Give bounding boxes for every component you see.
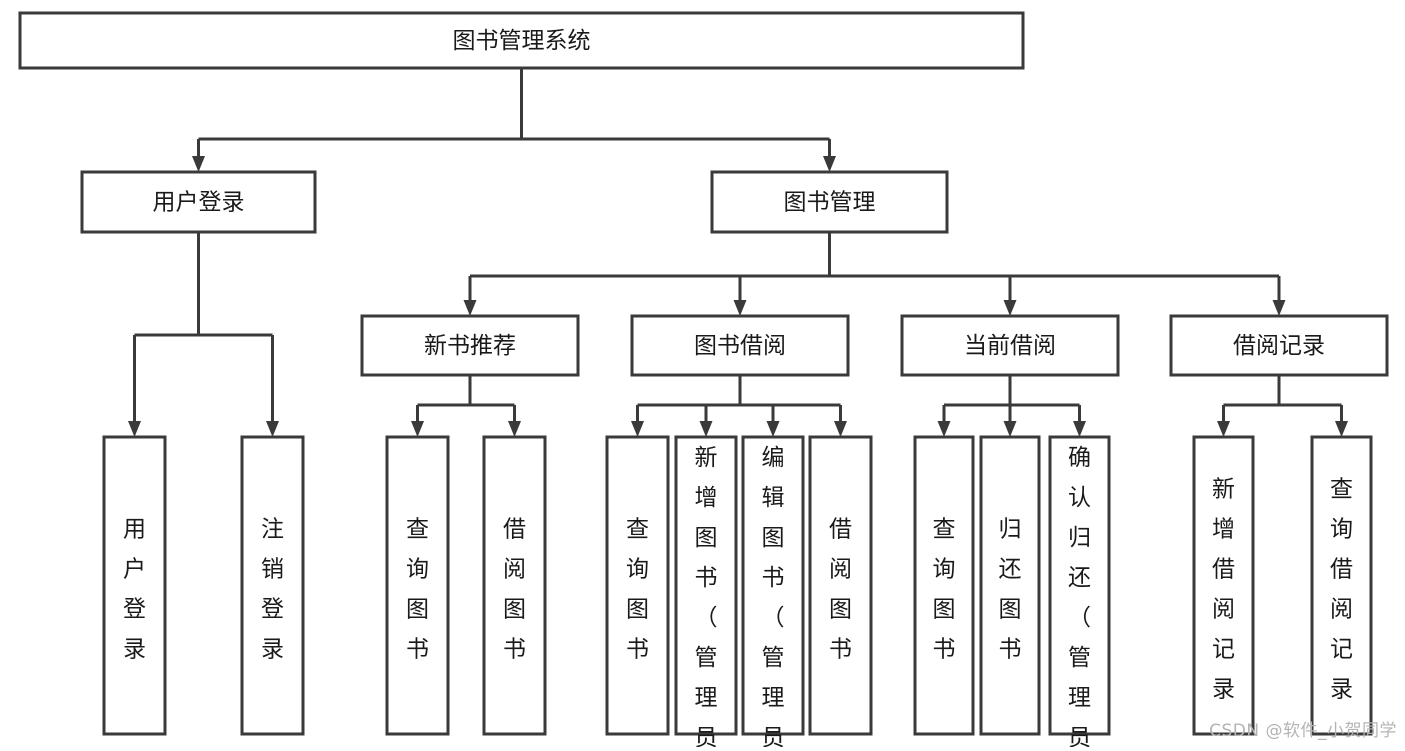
node-box[interactable]	[482, 435, 547, 736]
node-label: 查询图书	[406, 517, 429, 663]
node-box[interactable]	[900, 314, 1120, 377]
node-l2a[interactable]: 新书推荐	[360, 314, 580, 377]
node-l3a2[interactable]: 注销登录	[240, 435, 305, 736]
bracket-glyph: （	[1068, 605, 1091, 631]
node-l3b1[interactable]: 查询图书	[385, 435, 450, 736]
edge-arrowhead	[834, 421, 847, 437]
node-label: 新增借阅记录	[1212, 477, 1235, 703]
node-l3b2[interactable]: 借阅图书	[482, 435, 547, 736]
bracket-glyph: （	[695, 605, 718, 631]
node-label: 归还图书	[999, 517, 1022, 663]
edge-group-l1b	[463, 232, 1286, 316]
node-box[interactable]	[630, 314, 850, 377]
node-label: 新书推荐	[424, 333, 516, 359]
node-root[interactable]: 图书管理系统	[18, 11, 1025, 70]
node-label: 用户登录	[153, 190, 245, 216]
node-l3c3[interactable]: 编辑图书（管理员）	[741, 435, 805, 751]
edge-group-l2b	[631, 375, 847, 437]
edge-arrowhead	[1217, 421, 1230, 437]
edge-arrowhead	[411, 421, 424, 437]
edge-arrowhead	[823, 156, 836, 172]
csdn-watermark: CSDN @软件_小贺同学	[1209, 721, 1397, 741]
node-box[interactable]	[1310, 435, 1373, 736]
node-box[interactable]	[808, 435, 873, 736]
node-l3c1[interactable]: 查询图书	[605, 435, 670, 736]
node-box[interactable]	[360, 314, 580, 377]
edge-group-l2c	[937, 375, 1086, 437]
node-l3d3[interactable]: 确认归还（管理员）	[1048, 435, 1111, 751]
node-l3c2[interactable]: 新增图书（管理员）	[674, 435, 738, 751]
node-label: 确认归还（管理员）	[1068, 445, 1091, 747]
node-label: 查询借阅记录	[1330, 477, 1353, 703]
node-label: 借阅记录	[1233, 333, 1325, 359]
node-l1b[interactable]: 图书管理	[710, 170, 949, 234]
edge-arrowhead	[1073, 421, 1086, 437]
node-label: 当前借阅	[964, 333, 1056, 359]
edge-group-l2d	[1217, 375, 1348, 437]
edge-arrowhead	[463, 300, 477, 316]
node-box[interactable]	[741, 435, 805, 736]
node-box[interactable]	[1048, 435, 1111, 736]
edge-group-root	[192, 68, 836, 172]
edge-arrowhead	[1003, 300, 1017, 316]
node-box[interactable]	[605, 435, 670, 736]
node-label: 借阅图书	[829, 517, 852, 663]
node-box[interactable]	[979, 435, 1041, 736]
node-label: 用户登录	[123, 517, 146, 663]
node-label: 图书借阅	[694, 333, 786, 359]
node-label: 图书管理系统	[453, 28, 591, 54]
edge-arrowhead	[1003, 421, 1017, 437]
node-label: 新增图书（管理员）	[695, 445, 718, 747]
node-l1a[interactable]: 用户登录	[80, 170, 317, 234]
edge-arrowhead	[508, 421, 521, 437]
node-box[interactable]	[80, 170, 317, 234]
node-label: 查询图书	[933, 517, 956, 663]
edges-layer	[128, 68, 1348, 437]
node-label: 注销登录	[261, 517, 284, 663]
node-label: 借阅图书	[503, 517, 526, 663]
node-box[interactable]	[913, 435, 975, 736]
node-l3d1[interactable]: 查询图书	[913, 435, 975, 736]
node-box[interactable]	[385, 435, 450, 736]
node-l2d[interactable]: 借阅记录	[1169, 314, 1389, 377]
node-box[interactable]	[1169, 314, 1389, 377]
edge-arrowhead	[266, 421, 279, 437]
node-l3d2[interactable]: 归还图书	[979, 435, 1041, 736]
edge-arrowhead	[1272, 300, 1286, 316]
edge-group-l2a	[411, 375, 521, 437]
node-box[interactable]	[18, 11, 1025, 70]
bracket-glyph: （	[762, 605, 785, 631]
nodes-layer: 图书管理系统用户登录图书管理新书推荐图书借阅当前借阅借阅记录用户登录注销登录查询…	[18, 11, 1389, 751]
node-l3e1[interactable]: 新增借阅记录	[1192, 435, 1255, 736]
edge-arrowhead	[937, 421, 951, 437]
edge-arrowhead	[631, 421, 644, 437]
edge-group-l1a	[128, 232, 279, 437]
edge-arrowhead	[733, 300, 747, 316]
node-l3c4[interactable]: 借阅图书	[808, 435, 873, 736]
node-l3a1[interactable]: 用户登录	[102, 435, 167, 736]
edge-arrowhead	[192, 156, 205, 172]
node-l2b[interactable]: 图书借阅	[630, 314, 850, 377]
node-box[interactable]	[102, 435, 167, 736]
node-box[interactable]	[1192, 435, 1255, 736]
node-box[interactable]	[240, 435, 305, 736]
node-label: 编辑图书（管理员）	[762, 445, 785, 747]
edge-arrowhead	[699, 421, 713, 437]
edge-arrowhead	[766, 421, 780, 437]
node-label: 查询图书	[626, 517, 649, 663]
node-box[interactable]	[710, 170, 949, 234]
edge-arrowhead	[1335, 421, 1348, 437]
node-label: 图书管理	[784, 190, 876, 216]
node-box[interactable]	[674, 435, 738, 736]
node-l3e2[interactable]: 查询借阅记录	[1310, 435, 1373, 736]
edge-arrowhead	[128, 421, 141, 437]
node-l2c[interactable]: 当前借阅	[900, 314, 1120, 377]
